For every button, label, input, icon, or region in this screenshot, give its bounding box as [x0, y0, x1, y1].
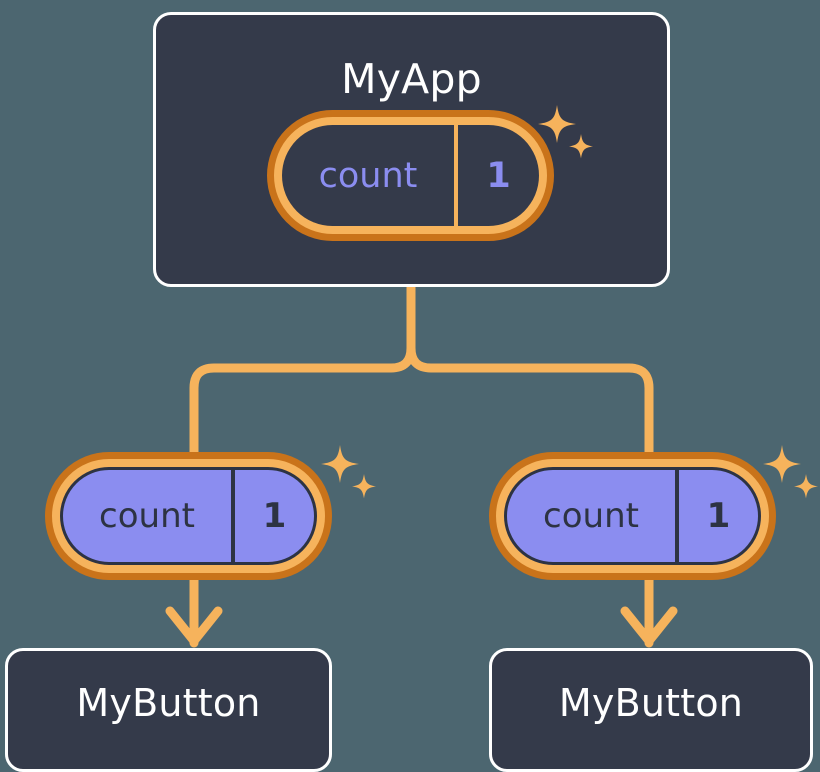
state-key-label: count [318, 155, 418, 196]
component-card-mybutton-right[interactable]: MyButton [489, 648, 813, 772]
state-pill-root-inner: count 1 [282, 125, 539, 226]
arrowhead-left [165, 606, 223, 646]
state-key-label: count [543, 496, 639, 536]
page-title: MyApp [341, 55, 482, 103]
state-pill-root[interactable]: count 1 [267, 110, 554, 241]
component-card-mybutton-left[interactable]: MyButton [5, 648, 332, 772]
state-pill-right-inner: count 1 [504, 467, 761, 565]
component-title: MyButton [76, 681, 261, 725]
arrowhead-right [620, 606, 678, 646]
state-value-label: 1 [231, 470, 314, 562]
state-pill-left-inner: count 1 [60, 467, 317, 565]
component-title: MyButton [558, 681, 744, 725]
state-pill-right[interactable]: count 1 [489, 452, 776, 580]
state-value-label: 1 [454, 125, 539, 226]
state-key-label: count [99, 496, 195, 536]
wire-root-to-left [189, 283, 416, 457]
state-pill-left[interactable]: count 1 [45, 452, 332, 580]
state-value-label: 1 [675, 470, 758, 562]
wire-root-to-right [406, 283, 654, 457]
